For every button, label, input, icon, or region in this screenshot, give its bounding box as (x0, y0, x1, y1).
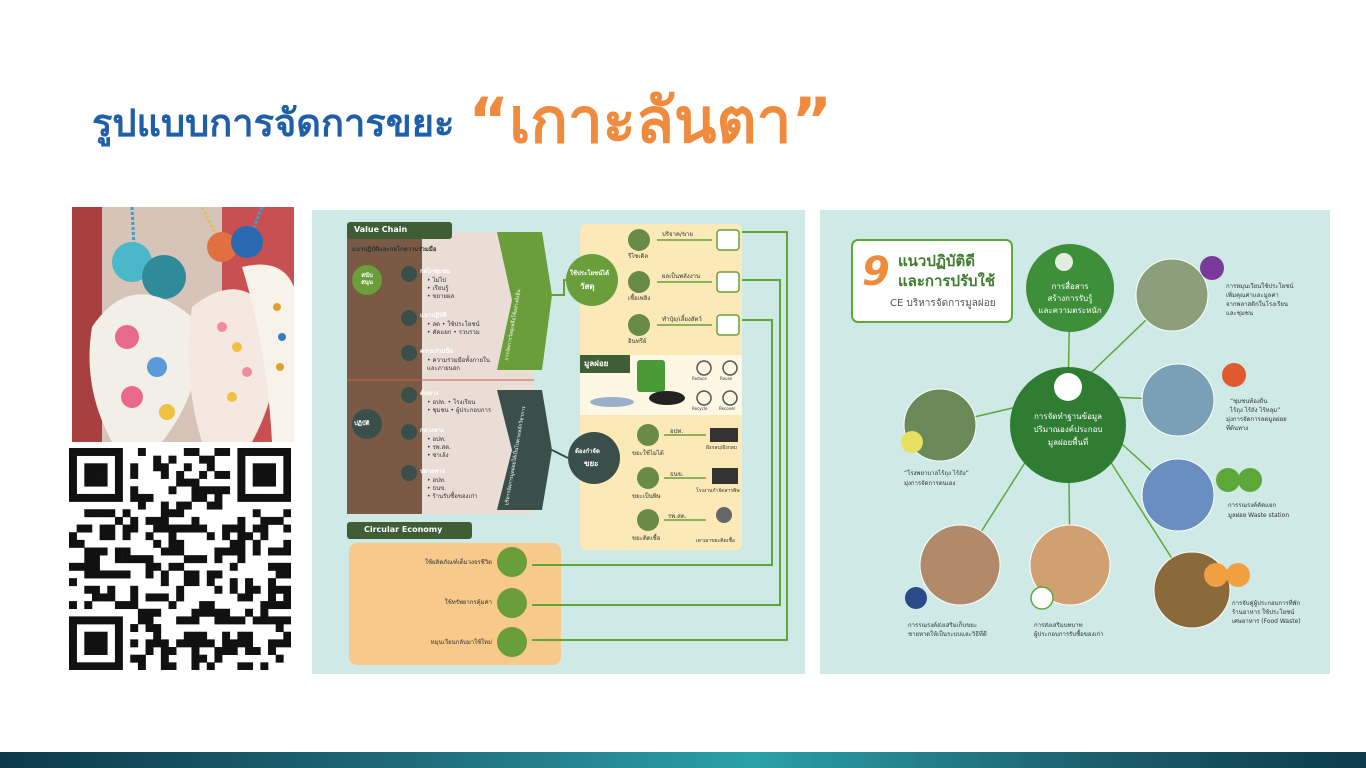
waste-label: มูลฝอย (584, 359, 609, 368)
right-title-number: 9 (862, 249, 890, 295)
support-item-line: • คัดแยก • รวบรวม (427, 329, 480, 336)
node-caption: มุ่งการจัดการลดมูลฝอย (1226, 416, 1287, 423)
node-caption: มูลฝอย Waste station (1228, 512, 1290, 519)
material-label: วัสดุ (580, 282, 595, 291)
title-main: รูปแบบการจัดการขยะ (92, 101, 455, 145)
node-caption: ไร้ถุง ไร้ถัง ไร้หลุม” (1230, 407, 1281, 414)
center-node-line: การจัดทำฐานข้อมูล (1033, 412, 1103, 421)
node-caption: ผู้ประกอบการรับซื้อของเก่า (1034, 631, 1104, 638)
support-item-title: กลไกชุมชน (420, 268, 451, 275)
center-node-line: ปริมาณองค์ประกอบ (1033, 425, 1103, 434)
node-caption: “โรงพยาบาลไร้ถุง ไร้ถัง” (904, 470, 969, 477)
value-chain-label: Value Chain (354, 225, 408, 234)
useful-row-name: อินทรีย์ (628, 338, 647, 345)
practice-item-line: • อปท. (427, 477, 446, 484)
circular-item: หมุนเวียนกลับมาใช้ใหม่ (430, 639, 492, 646)
node-caption: มุ่งการจัดการตนเอง (904, 480, 956, 487)
good-practices-infographic: 9 แนวปฏิบัติดี และการปรับใช้ CE บริหารจั… (820, 210, 1330, 674)
top-node-line: และความตระหนัก (1038, 306, 1102, 315)
node-caption: ร้านอาหาร ใช้ประโยชน์ (1232, 609, 1295, 616)
dispose-row-agency: อปท. (670, 428, 684, 435)
top-node-line: การสื่อสาร (1051, 282, 1089, 291)
dispose-row-agency: รพ.สต. (668, 513, 687, 520)
practice-item-line: • อปท. • โรงเรียน (427, 399, 476, 406)
support-item-title: ความร่วมมือ (420, 348, 453, 355)
fish-keychain-photo (72, 207, 294, 442)
r-label: Reuse (720, 376, 733, 381)
node-caption: “ชุมชนท้องถิ่น (1230, 398, 1268, 405)
useful-row-name: รีไซเคิล (628, 253, 649, 260)
node-caption: ที่ต้นทาง (1226, 425, 1249, 432)
useful-row-note: บริจาค/ขาย (662, 231, 693, 238)
center-node-line: มูลฝอยพื้นที่ (1047, 438, 1089, 447)
node-caption: และชุมชน (1226, 310, 1253, 317)
practice-item-line: • รพ.สต. (427, 444, 451, 451)
node-caption: การส่งเสริมบทบาท (1034, 622, 1083, 629)
qr-code[interactable] (69, 448, 292, 671)
support-item-line: • ความร่วมมือทั้งภายใน (427, 357, 491, 364)
right-title-line3: CE บริหารจัดการมูลฝอย (890, 298, 996, 309)
r-label: Reduce (692, 376, 707, 381)
dispose-row-dest: ฝังกลบ/ฝังกลบ (706, 445, 737, 451)
practice-item-line: • ร้านรับซื้อของเก่า (427, 493, 478, 500)
support-item-line: • ลด • ใช้ประโยชน์ (427, 321, 480, 328)
practice-item-title: ปลายทาง (420, 468, 445, 475)
dispose-label: ต้องกำจัด (575, 448, 600, 455)
r-label: Recycle (692, 406, 708, 411)
node-caption: ชายหาดให้เป็นระบบและวิธีที่ดี (908, 631, 987, 638)
support-label: สนับ สนุน (361, 272, 373, 287)
trash-label: ขยะ (584, 459, 599, 468)
node-caption: การรณรงค์ส่งเสริมเก็บขยะ (908, 622, 977, 629)
node-caption: เศษอาหาร (Food Waste) (1232, 618, 1301, 625)
slide-title: รูปแบบการจัดการขยะ “เกาะลันตา” (92, 72, 832, 152)
value-chain-infographic: Value Chain แนวปฏิบัติและกลไกความร่วมมือ… (312, 210, 805, 674)
useful-row-note: ผลเป็นพลังงาน (662, 273, 701, 280)
dispose-row-name: ขยะใช้ไม่ได้ (632, 450, 664, 457)
title-accent: “เกาะลันตา” (468, 84, 833, 157)
right-title-line2: และการปรับใช้ (898, 272, 996, 290)
dispose-row-agency: ธนข. (670, 471, 684, 478)
practice-item-title: กลางทาง (420, 427, 444, 434)
circular-item: ใช้ผลิตภัณฑ์เต็มวงจรชีวิต (425, 559, 492, 566)
practice-item-title: ต้นทาง (420, 390, 439, 397)
useful-row-note: ทำปุ๋ย/เลี้ยงสัตว์ (662, 316, 702, 323)
dispose-row-dest: เตาเผาขยะติดเชื้อ (696, 538, 735, 544)
practice-item-line: • ธนข. (427, 485, 447, 492)
useful-label: ใช้ประโยชน์ได้ (570, 270, 610, 277)
practice-label: ปฏิบัติ (354, 420, 370, 427)
dispose-row-dest: โรงงานกำจัดสารพิษ (696, 488, 740, 494)
node-caption: การรณรงค์คัดแยก (1228, 502, 1277, 509)
top-node-line: สร้างการรับรู้ (1047, 294, 1093, 303)
practice-item-line: • อปท. (427, 436, 446, 443)
support-item-line: • ขยายผล (427, 293, 455, 300)
support-item-title: แนวปฏิบัติ (420, 312, 447, 319)
dispose-row-name: ขยะติดเชื้อ (632, 535, 661, 542)
bottom-ocean-band (0, 752, 1366, 768)
right-title-line1: แนวปฏิบัติดี (898, 252, 975, 270)
practice-item-line: • ซาเล้ง (427, 452, 449, 459)
dispose-row-name: ขยะเป็นพิษ (632, 493, 661, 500)
node-caption: การจับคู่ผู้ประกอบการที่พัก (1232, 600, 1301, 607)
circular-item: ใช้ทรัพยากรคุ้มค่า (444, 599, 492, 606)
circular-economy-label: Circular Economy (364, 525, 443, 534)
practice-item-line: • ชุมชน • ผู้ประกอบการ (427, 407, 492, 414)
node-caption: การหมุนเวียนใช้ประโยชน์ (1226, 283, 1294, 290)
support-item-line: และภายนอก (427, 365, 460, 372)
node-caption: จากพลาสติกในโรงเรียน (1226, 301, 1289, 308)
useful-row-name: เชื้อเพลิง (628, 295, 651, 302)
support-item-line: • เรียนรู้ (427, 285, 449, 292)
support-item-line: • ไม่ไป (427, 277, 447, 284)
value-chain-subtitle: แนวปฏิบัติและกลไกความร่วมมือ (352, 246, 437, 253)
node-caption: เพิ่มคุณค่าและมูลค่า (1226, 292, 1279, 299)
r-label: Recover (719, 406, 736, 411)
